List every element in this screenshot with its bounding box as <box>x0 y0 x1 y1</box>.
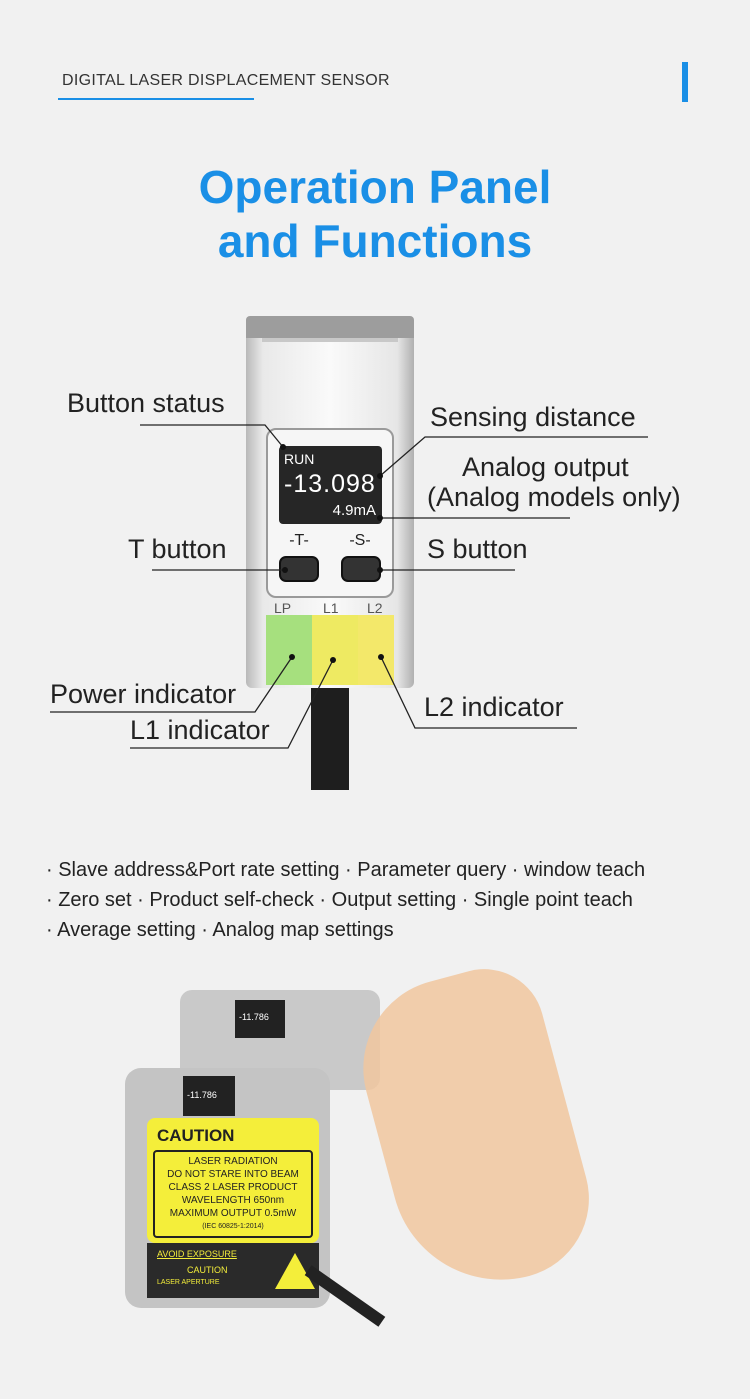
led-label-l1: L1 <box>323 600 339 616</box>
callout-l1-indicator: L1 indicator <box>130 715 270 745</box>
aperture-label: AVOID EXPOSURE CAUTION LASER APERTURE <box>147 1243 319 1298</box>
s-key-label: -S- <box>349 532 371 549</box>
callout-t-button: T button <box>128 534 227 564</box>
reading-text: -13.098 <box>284 470 376 498</box>
page-title-line1: Operation Panel <box>198 161 552 213</box>
callout-s-button: S button <box>427 534 528 564</box>
feature-line: · Average setting · Analog map settings <box>46 919 394 941</box>
caution-box: LASER RADIATION DO NOT STARE INTO BEAM C… <box>153 1150 313 1238</box>
caution-small-text: CAUTION <box>187 1265 228 1275</box>
label-line: DO NOT STARE INTO BEAM <box>167 1169 299 1180</box>
rear-display: -11.786 <box>235 1000 285 1038</box>
feature-line: · Slave address&Port rate setting · Para… <box>46 859 646 881</box>
aperture-text: LASER APERTURE <box>157 1279 220 1286</box>
section-header: DIGITAL LASER DISPLACEMENT SENSOR <box>62 72 390 89</box>
callout-power-indicator: Power indicator <box>50 679 237 709</box>
caution-label: CAUTION LASER RADIATION DO NOT STARE INT… <box>147 1118 319 1243</box>
callout-button-status: Button status <box>67 388 225 418</box>
analog-text: 4.9mA <box>332 502 376 519</box>
front-sensor: -11.786 CAUTION LASER RADIATION DO NOT S… <box>125 1068 330 1308</box>
callout-sensing-distance: Sensing distance <box>430 402 636 432</box>
led-label-l2: L2 <box>367 600 383 616</box>
feature-list: · Slave address&Port rate setting · Para… <box>46 855 645 945</box>
callout-analog-output: Analog output <box>462 452 629 482</box>
label-line: (IEC 60825-1:2014) <box>202 1223 264 1230</box>
device-top-clip <box>246 316 414 338</box>
header-underline <box>58 98 254 100</box>
l1-led <box>312 615 358 685</box>
power-led <box>266 615 312 685</box>
label-line: LASER RADIATION <box>188 1156 278 1167</box>
label-line: WAVELENGTH 650nm <box>181 1195 285 1206</box>
avoid-exposure-text: AVOID EXPOSURE <box>157 1249 237 1259</box>
t-key-label: -T- <box>289 532 309 549</box>
callout-analog-note: (Analog models only) <box>427 482 681 512</box>
callout-l2-indicator: L2 indicator <box>424 692 564 722</box>
led-label-lp: LP <box>274 600 292 616</box>
l2-led <box>358 615 394 685</box>
label-line: MAXIMUM OUTPUT 0.5mW <box>169 1208 297 1219</box>
hand <box>343 955 607 1305</box>
callout-lines <box>50 424 648 749</box>
cable <box>311 688 349 790</box>
status-text: RUN <box>284 451 315 467</box>
page-title-line2: and Functions <box>217 215 533 267</box>
accent-bar <box>682 62 688 102</box>
front-display: -11.786 <box>183 1076 235 1116</box>
feature-line: · Zero set · Product self-check · Output… <box>46 889 633 911</box>
s-button[interactable] <box>341 556 381 582</box>
device-edge <box>262 338 398 342</box>
display-screen: RUN -13.098 4.9mA <box>279 446 382 524</box>
label-line: CLASS 2 LASER PRODUCT <box>168 1182 298 1193</box>
caution-title: CAUTION <box>157 1126 235 1145</box>
